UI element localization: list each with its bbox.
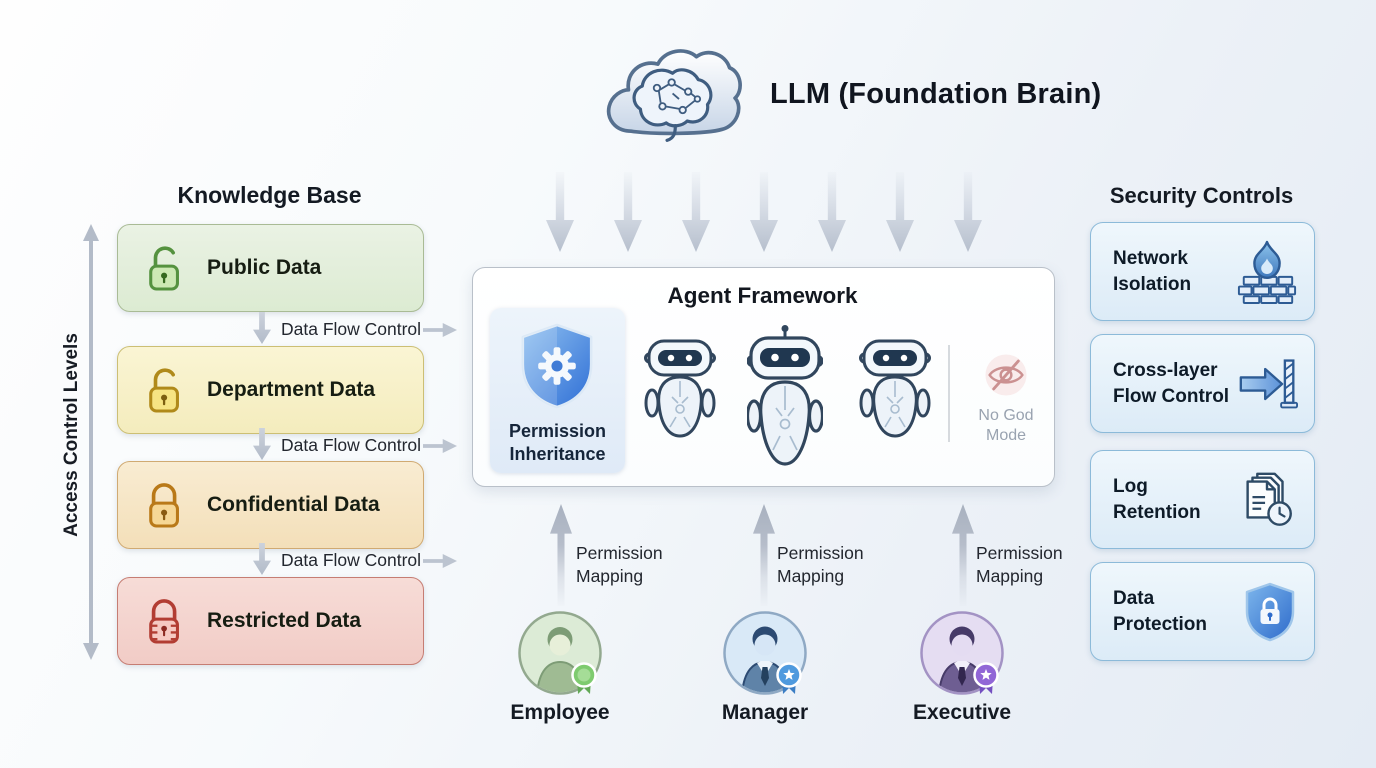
user-name-manager: Manager (721, 701, 809, 724)
sc-label: Network Isolation (1113, 247, 1192, 295)
agent-framework-title: Agent Framework (667, 283, 858, 308)
llm-fanout-arrow (546, 172, 574, 252)
lock-vault-icon (149, 599, 179, 644)
lock-open-icon (149, 246, 179, 291)
sc-box-cross-layer-flow-control: Cross-layer Flow Control (1090, 334, 1315, 433)
documents-clock-icon (1246, 472, 1292, 526)
access-levels-axis-arrow (83, 224, 99, 660)
data-flow-right-arrow (423, 439, 457, 453)
llm-fanout-arrow (954, 172, 982, 252)
sc-box-data-protection: Data Protection (1090, 562, 1315, 661)
llm-fanout-arrow (750, 172, 778, 252)
llm-title: LLM (Foundation Brain) (770, 78, 1102, 110)
user-name-employee: Employee (510, 701, 610, 724)
no-god-mode-label: No God Mode (978, 407, 1034, 444)
user-name-executive: Executive (912, 701, 1012, 724)
sc-label: Cross-layer Flow Control (1113, 359, 1230, 407)
sc-label: Log Retention (1113, 475, 1201, 523)
sc-box-network-isolation: Network Isolation (1090, 222, 1315, 321)
kb-box-public-data: Public Data (117, 224, 424, 312)
data-flow-right-arrow (423, 323, 457, 337)
permission-mapping-arrow (550, 504, 572, 606)
framework-divider (948, 345, 950, 442)
permission-mapping-label: Permission Mapping (576, 543, 663, 586)
permission-mapping-arrow (753, 504, 775, 606)
llm-fanout-arrow (682, 172, 710, 252)
data-flow-control-label: Data Flow Control (281, 435, 422, 455)
brain-cloud-icon (606, 49, 742, 142)
flow-barrier-icon (1239, 358, 1298, 408)
executive-avatar (920, 611, 1004, 695)
kb-box-restricted-data: Restricted Data (117, 577, 424, 665)
data-flow-down-arrow (253, 312, 271, 344)
access-control-levels-label: Access Control Levels (61, 333, 82, 537)
robot-icon (747, 325, 823, 466)
data-flow-control-label: Data Flow Control (281, 550, 422, 570)
lock-closed-icon (149, 483, 179, 528)
data-flow-right-arrow (423, 554, 457, 568)
data-flow-control-label: Data Flow Control (281, 319, 422, 339)
permission-mapping-label: Permission Mapping (976, 543, 1063, 586)
llm-fanout-arrow (614, 172, 642, 252)
shield-lock-icon (1245, 582, 1295, 641)
permission-mapping-arrow (952, 504, 974, 606)
llm-fanout-arrow (818, 172, 846, 252)
knowledge-base-heading: Knowledge Base (177, 182, 362, 208)
employee-avatar (518, 611, 602, 695)
kb-box-department-data: Department Data (117, 346, 424, 434)
firewall-icon (1237, 240, 1297, 304)
shield-gear-icon (521, 323, 593, 409)
robot-icon (859, 339, 931, 438)
kb-box-confidential-data: Confidential Data (117, 461, 424, 549)
robot-icon (644, 339, 716, 438)
permission-inheritance-tile: Permission Inheritance (490, 308, 625, 473)
permission-inheritance-label: Permission Inheritance (508, 421, 607, 464)
sc-box-log-retention: Log Retention (1090, 450, 1315, 549)
kb-label: Confidential Data (207, 493, 380, 516)
security-controls-heading: Security Controls (1109, 183, 1294, 208)
permission-mapping-label: Permission Mapping (777, 543, 864, 586)
lock-open-icon (149, 368, 179, 413)
kb-label: Department Data (207, 378, 376, 401)
eye-slash-icon (985, 354, 1027, 396)
llm-fanout-arrow (886, 172, 914, 252)
manager-avatar (723, 611, 807, 695)
kb-label: Public Data (207, 256, 322, 279)
kb-label: Restricted Data (207, 609, 362, 632)
sc-label: Data Protection (1113, 587, 1207, 635)
